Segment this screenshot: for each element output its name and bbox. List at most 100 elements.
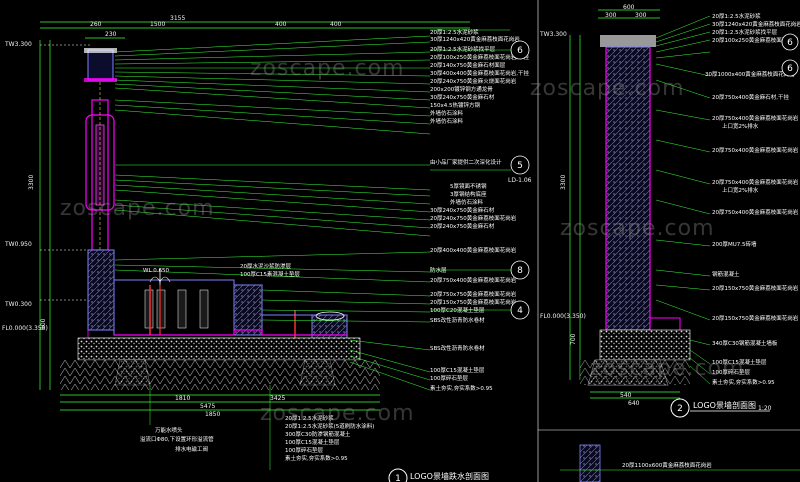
svg-text:30厚400x400黄金麻荔枝面花岗岩,干挂: 30厚400x400黄金麻荔枝面花岗岩,干挂 xyxy=(430,69,529,77)
dim-bot-1: 1810 xyxy=(175,395,190,402)
svg-text:20厚1:2.5水泥砂浆找平层: 20厚1:2.5水泥砂浆找平层 xyxy=(430,45,496,53)
r-dim-top-3: 300 xyxy=(635,12,647,19)
svg-text:30厚240x750黄金麻石材: 30厚240x750黄金麻石材 xyxy=(430,93,495,101)
svg-text:2: 2 xyxy=(677,404,683,414)
detail-bubble-8[interactable]: 8 xyxy=(430,260,530,280)
svg-text:30厚1000x400黄金麻荔枝面花岗岩: 30厚1000x400黄金麻荔枝面花岗岩 xyxy=(705,70,795,78)
svg-text:LOGO景墙跌水剖面图: LOGO景墙跌水剖面图 xyxy=(410,471,489,481)
detail-tag: LD-1.06 xyxy=(508,177,532,184)
r-dim-top-2: 300 xyxy=(605,12,617,19)
svg-text:20厚750x400黄金麻荔枝面花岗岩: 20厚750x400黄金麻荔枝面花岗岩 xyxy=(430,276,517,284)
svg-text:20厚1:2.5水泥砂浆: 20厚1:2.5水泥砂浆 xyxy=(430,28,479,36)
r-detail-bubble-6a[interactable]: 6 xyxy=(781,33,799,51)
svg-text:6: 6 xyxy=(787,64,793,74)
dim-top-1: 260 xyxy=(90,21,102,28)
pool-wl: WL 0.650 xyxy=(143,268,169,274)
svg-text:200x200镀锌钢方通龙骨: 200x200镀锌钢方通龙骨 xyxy=(430,85,493,93)
dim-top-2: 230 xyxy=(105,31,117,38)
svg-text:上口宽2%排水: 上口宽2%排水 xyxy=(722,122,759,130)
right-title: 2 LOGO景墙剖面图 1:20 xyxy=(670,398,772,418)
svg-text:zoscape.com: zoscape.com xyxy=(530,76,685,101)
svg-text:zoscape.com: zoscape.com xyxy=(260,401,415,426)
svg-text:100厚碎石垫层: 100厚碎石垫层 xyxy=(712,368,750,376)
right-section: 600 300 300 3300 700 TW3.300 FL0.000(3.3… xyxy=(539,4,800,482)
svg-text:30厚1240x420黄金麻荔枝面花岗岩: 30厚1240x420黄金麻荔枝面花岗岩 xyxy=(712,20,800,28)
svg-text:5: 5 xyxy=(517,161,523,171)
svg-text:100厚C15混凝土垫层: 100厚C15混凝土垫层 xyxy=(712,358,767,366)
notes-left: 20厚1:2.5水泥砂浆 30厚1240x420黄金麻荔枝面花岗岩 20厚1:2… xyxy=(430,28,529,392)
svg-text:20厚1:2.5水泥砂浆(5道刷防水涂料): 20厚1:2.5水泥砂浆(5道刷防水涂料) xyxy=(285,422,374,430)
level-tw0950: TW0.950 xyxy=(4,241,32,248)
r-bottom-note: 20厚1100x600黄金麻荔枝面花岗岩 xyxy=(622,461,712,469)
r-dim-bot-1: 540 xyxy=(620,392,632,399)
r-vdim-main: 3300 xyxy=(560,175,567,190)
detail-bubble-5[interactable]: 5 LD-1.06 xyxy=(430,155,532,184)
svg-text:4: 4 xyxy=(517,306,523,316)
svg-text:上口宽2%排水: 上口宽2%排水 xyxy=(722,186,759,194)
svg-text:20厚150x750黄金麻荔枝面花岗岩: 20厚150x750黄金麻荔枝面花岗岩 xyxy=(712,314,799,322)
left-section: 260 230 3155 1500 400 400 3300 900 TW3.3… xyxy=(2,15,532,482)
r-level-fl: FL0.000(3.350) xyxy=(540,313,586,320)
vdim-2: 900 xyxy=(40,318,47,330)
dim-bot-4: 3425 xyxy=(270,395,285,402)
svg-text:20厚750x750黄金麻荔枝面花岗岩: 20厚750x750黄金麻荔枝面花岗岩 xyxy=(430,290,517,298)
detail-bubble-4[interactable]: 4 xyxy=(430,300,530,320)
svg-text:外墙仿石涂料: 外墙仿石涂料 xyxy=(450,198,484,206)
leader-lines-right xyxy=(655,15,711,385)
svg-text:340厚C30钢筋混凝土墙板: 340厚C30钢筋混凝土墙板 xyxy=(712,339,778,347)
svg-text:20厚400x400黄金麻荔枝面花岗岩: 20厚400x400黄金麻荔枝面花岗岩 xyxy=(430,246,517,254)
svg-text:SBS改性沥青防水卷材: SBS改性沥青防水卷材 xyxy=(430,316,485,324)
svg-text:20厚240x750黄金麻石材: 20厚240x750黄金麻石材 xyxy=(430,222,495,230)
svg-text:zoscape.com: zoscape.com xyxy=(560,216,715,241)
svg-text:100厚C15混凝土垫层: 100厚C15混凝土垫层 xyxy=(430,366,485,374)
svg-text:20厚1:2.5水泥砂浆找平层: 20厚1:2.5水泥砂浆找平层 xyxy=(712,28,778,36)
dim-top-6: 400 xyxy=(330,21,342,28)
svg-text:100厚C15混凝土垫层: 100厚C15混凝土垫层 xyxy=(285,438,340,446)
svg-text:20厚750x400黄金麻荔枝面花岗岩: 20厚750x400黄金麻荔枝面花岗岩 xyxy=(712,114,799,122)
svg-text:外墙仿石涂料: 外墙仿石涂料 xyxy=(430,117,464,125)
svg-text:20厚140x750黄金麻石材面层: 20厚140x750黄金麻石材面层 xyxy=(430,61,506,69)
svg-text:30厚1240x420黄金麻荔枝面花岗岩: 30厚1240x420黄金麻荔枝面花岗岩 xyxy=(430,35,520,43)
svg-text:zoscape.com: zoscape.com xyxy=(60,196,215,221)
r-level-tw: TW3.300 xyxy=(539,31,567,38)
svg-text:溢流口Φ80,下设置环形溢流管: 溢流口Φ80,下设置环形溢流管 xyxy=(140,435,214,443)
level-fl: FL0.000(3.350) xyxy=(2,325,48,332)
svg-text:20厚150x750黄金麻荔枝面花岗岩: 20厚150x750黄金麻荔枝面花岗岩 xyxy=(430,298,517,306)
svg-text:由小品厂家提供二次深化设计: 由小品厂家提供二次深化设计 xyxy=(430,158,502,166)
svg-text:排水电磁工阀: 排水电磁工阀 xyxy=(175,445,208,453)
svg-text:20厚750x400黄金麻荔枝面花岗岩: 20厚750x400黄金麻荔枝面花岗岩 xyxy=(712,178,799,186)
pool-note-2: 100厚C15素混凝土垫层 xyxy=(240,270,300,278)
svg-text:20厚240x750黄金麻火烧面花岗岩: 20厚240x750黄金麻火烧面花岗岩 xyxy=(430,77,517,85)
svg-text:20厚1:2.5水泥砂浆: 20厚1:2.5水泥砂浆 xyxy=(712,12,761,20)
svg-text:1: 1 xyxy=(395,474,401,482)
r-dim-bot-2: 640 xyxy=(628,400,640,407)
dim-top-3: 3155 xyxy=(170,15,185,22)
svg-text:200厚MU7.5砖墙: 200厚MU7.5砖墙 xyxy=(712,240,757,248)
vdim-main: 3300 xyxy=(28,175,35,190)
svg-text:20厚100x250黄金麻荔枝面花岗岩: 20厚100x250黄金麻荔枝面花岗岩 xyxy=(712,36,799,44)
detail-bubble-6[interactable]: 6 xyxy=(430,40,530,60)
svg-text:1:20: 1:20 xyxy=(758,405,772,412)
svg-text:20厚100x250黄金麻荔枝面花岗岩,干挂: 20厚100x250黄金麻荔枝面花岗岩,干挂 xyxy=(430,53,529,61)
r-vdim-2: 700 xyxy=(570,333,577,345)
svg-text:5厚镜面不锈钢: 5厚镜面不锈钢 xyxy=(450,182,487,190)
dim-top-5: 400 xyxy=(275,21,287,28)
svg-text:20厚240x750黄金麻荔枝面花岗岩: 20厚240x750黄金麻荔枝面花岗岩 xyxy=(430,214,517,222)
dim-bot-2: 5475 xyxy=(200,403,215,410)
watermark: zoscape.com zoscape.com zoscape.com zosc… xyxy=(60,56,744,426)
svg-text:20厚750x400黄金麻石材,干挂: 20厚750x400黄金麻石材,干挂 xyxy=(712,93,789,101)
svg-text:钢筋混凝土: 钢筋混凝土 xyxy=(712,270,740,278)
r-detail-bubble-6b[interactable]: 6 xyxy=(781,59,799,77)
svg-text:20厚150x750黄金麻荔枝面花岗岩: 20厚150x750黄金麻荔枝面花岗岩 xyxy=(712,284,799,292)
svg-text:6: 6 xyxy=(517,46,523,56)
svg-text:zoscape.com: zoscape.com xyxy=(250,56,405,81)
svg-text:素土夯实,夯实系数>0.95: 素土夯实,夯实系数>0.95 xyxy=(430,384,493,392)
svg-text:SBS改性沥青防水卷材: SBS改性沥青防水卷材 xyxy=(430,344,485,352)
leader-lines-left xyxy=(114,29,510,391)
dim-top-4: 1500 xyxy=(150,21,165,28)
level-tw3300: TW3.300 xyxy=(4,41,32,48)
svg-text:20厚750x400黄金麻荔枝面花岗岩: 20厚750x400黄金麻荔枝面花岗岩 xyxy=(712,146,799,154)
svg-text:30厚240x750黄金麻石材: 30厚240x750黄金麻石材 xyxy=(430,206,495,214)
svg-text:3厚钢结构底座: 3厚钢结构底座 xyxy=(450,190,487,198)
